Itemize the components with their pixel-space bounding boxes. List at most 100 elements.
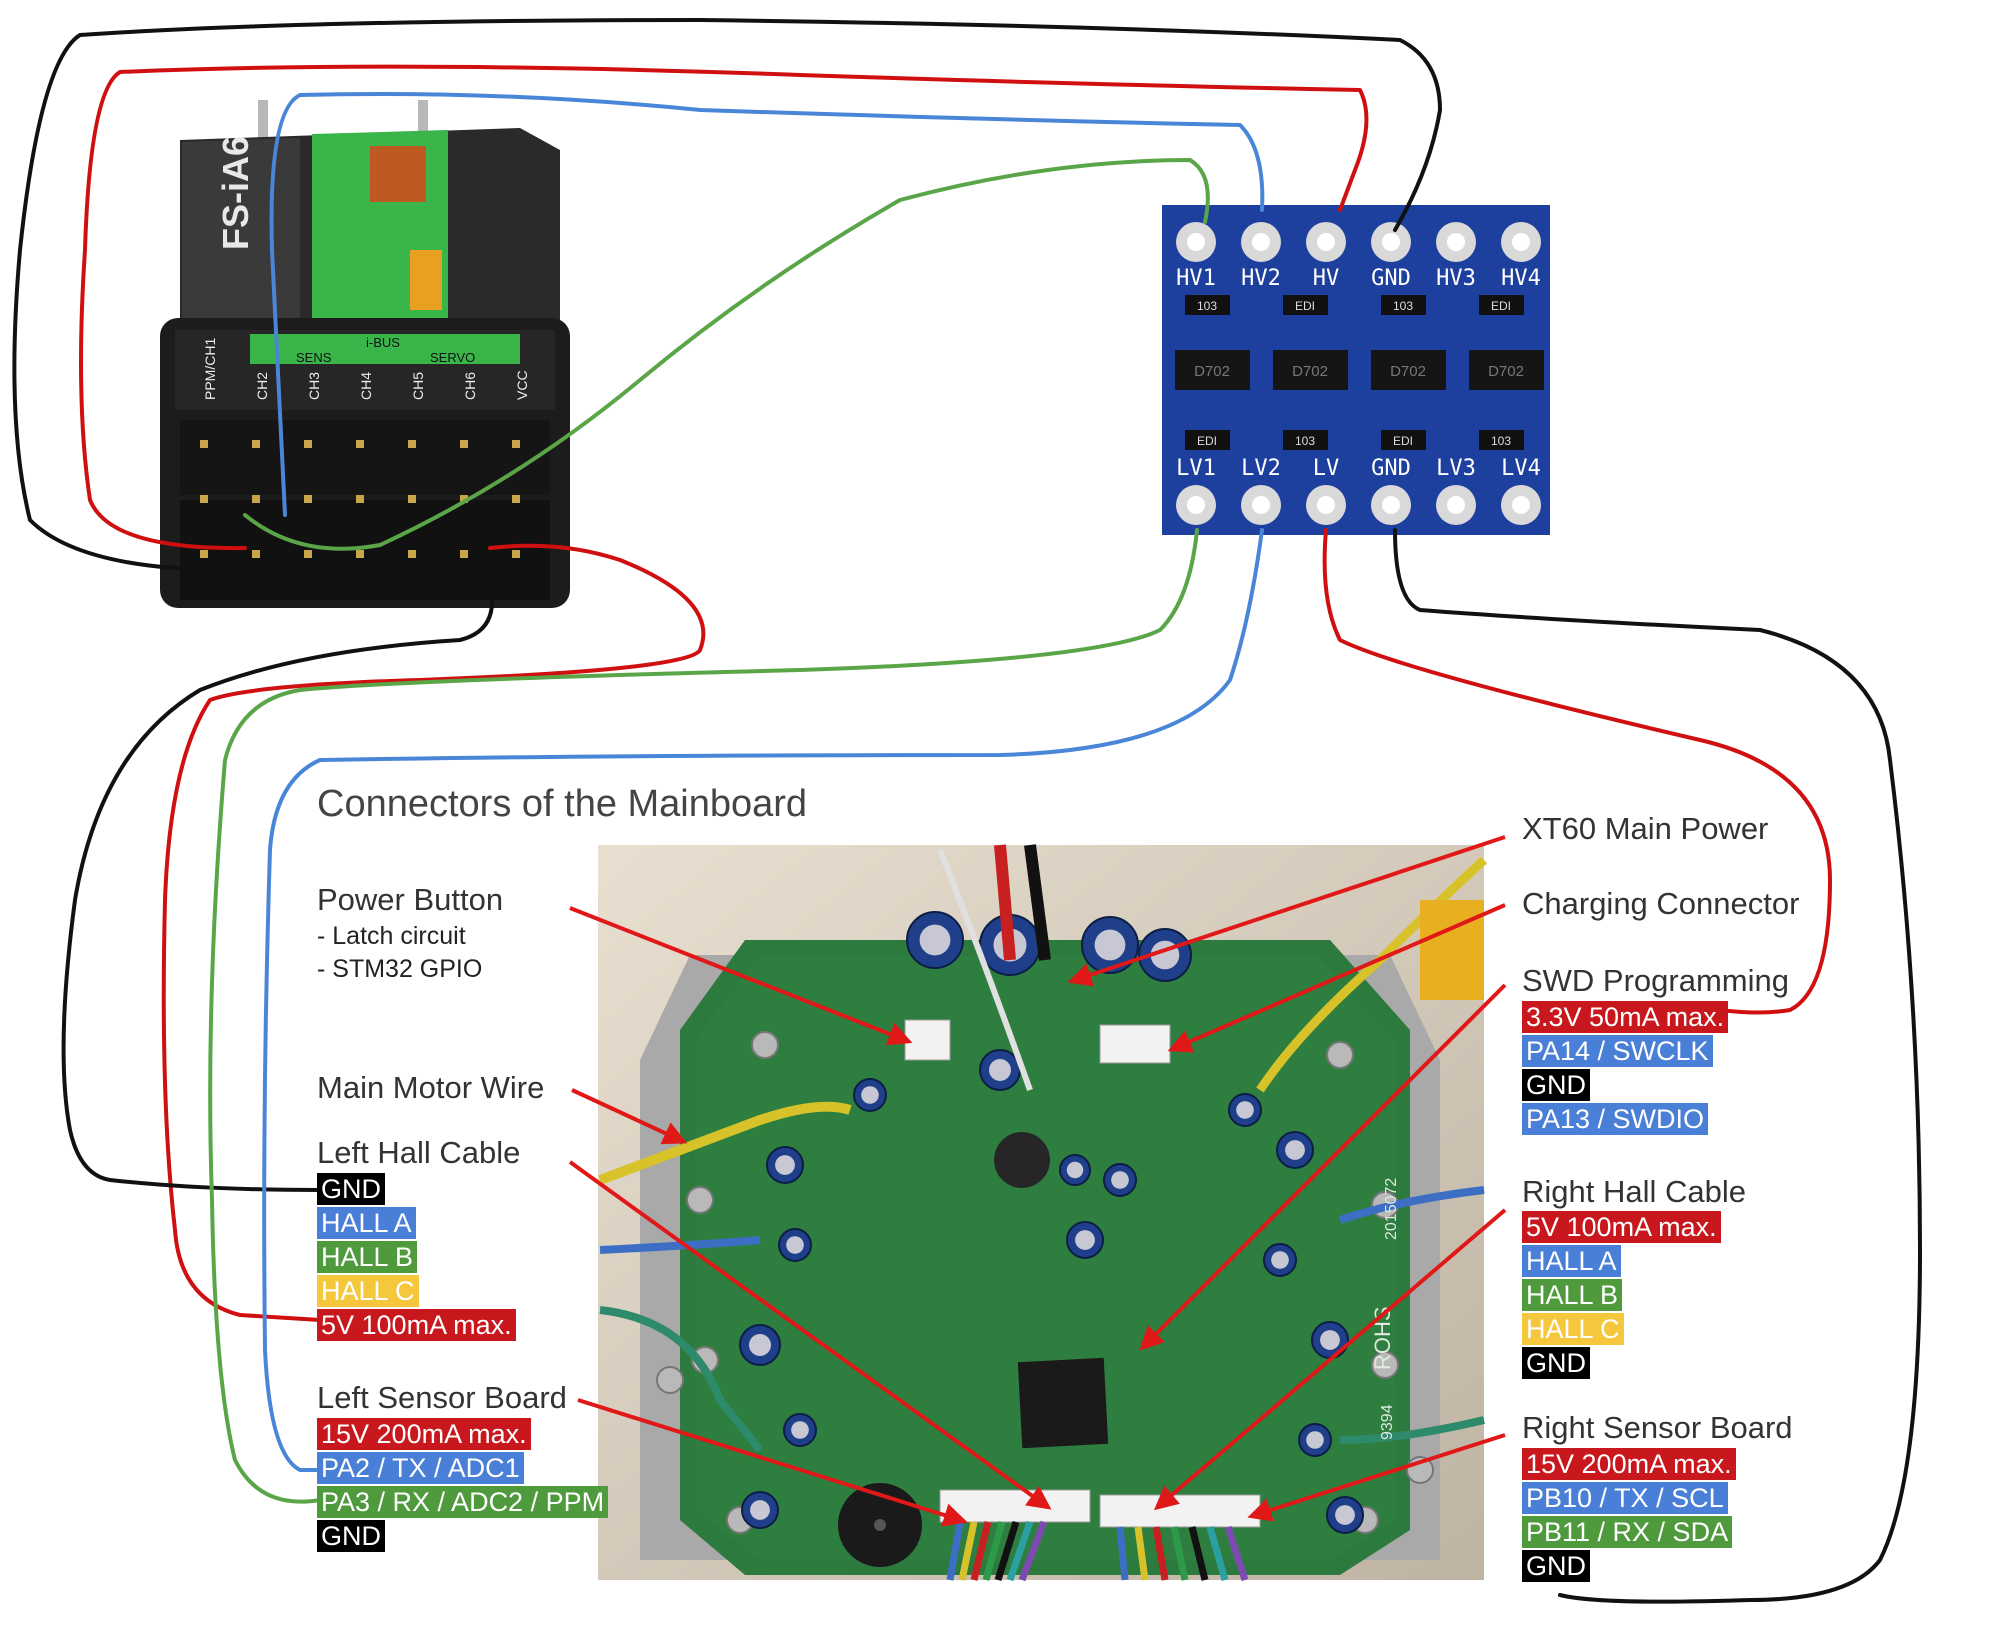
header-pin [512,495,520,503]
resistor [1283,430,1328,450]
header-pin [200,550,208,558]
pad-hole [1252,496,1270,514]
resistor-marking: 103 [1197,299,1217,313]
pin-tag: PA13 / SWDIO [1522,1103,1709,1135]
cable-strand [994,1520,1020,1582]
mainboard-photo: ROHS 2015072 9394 [598,844,1488,1582]
wire-red-top [79,64,1369,551]
capacitor-top [1271,1251,1289,1269]
channel-label: CH2 [254,372,270,400]
resistor [1381,295,1426,315]
resistor [1381,430,1426,450]
cable-strand [1170,1526,1189,1581]
silk-serial: 9394 [1379,1404,1396,1440]
left-sensor-board-title: Left Sensor Board [317,1380,567,1415]
resistor-marking: 103 [1491,434,1511,448]
cable-strand [1134,1526,1149,1581]
channel-label: CH5 [410,372,426,400]
power-button-title: Power Button [317,882,504,917]
pad-hole [1252,233,1270,251]
charging-connector-title: Charging Connector [1522,886,1800,921]
pin-tag: PA3 / RX / ADC2 / PPM [317,1486,609,1518]
pin-tag: 5V 100mA max. [317,1309,516,1341]
pin-tag: HALL A [1522,1245,1621,1277]
pad-hole [1447,233,1465,251]
power-button-line-2: - STM32 GPIO [317,955,483,983]
resistor-marking: EDI [1197,434,1217,448]
cable-strand [1206,1526,1229,1581]
pin-label: GND [1371,456,1411,481]
left-hall-cable-title: Left Hall Cable [317,1135,521,1170]
pin-tag: GND [1522,1347,1590,1379]
header-pin [408,550,416,558]
header-pin [512,440,520,448]
channel-label: PPM/CH1 [202,338,218,400]
resistor [1283,295,1328,315]
capacitor-top [1236,1101,1254,1119]
cable-strand [982,1521,1006,1581]
arrow-charging [1167,903,1506,1053]
wire-red-5v [161,543,706,1322]
cable-strand [1152,1526,1169,1581]
silk-date: 2015072 [1383,1178,1400,1240]
arrow-right-sensor [1247,1433,1506,1522]
pin-tag: 5V 100mA max. [1522,1211,1721,1243]
wire-green-pa3 [208,528,1199,1504]
mosfet-chip [1371,350,1446,390]
header-pin [460,550,468,558]
charging-connector [1099,1024,1171,1064]
swd-programming-title: SWD Programming [1522,963,1789,998]
receiver-pin-header [200,440,520,558]
capacitor-top [791,1421,809,1439]
pin-label: HV4 [1501,266,1541,291]
arrow-power-button [569,906,913,1046]
channel-label: CH3 [306,372,322,400]
pin-label: LV2 [1241,456,1281,481]
channel-label: VCC [514,370,530,400]
header-pin [460,495,468,503]
pin-tag: 3.3V 50mA max. [1522,1001,1729,1033]
capacitor-top [775,1155,795,1175]
wire-red-swd [1322,528,1832,1015]
capacitor-top [989,1059,1011,1081]
pin-label: HV2 [1241,266,1281,291]
pin-tag: HALL A [317,1207,416,1239]
header-pin [304,495,312,503]
xt60-title: XT60 Main Power [1522,811,1769,846]
pad-hole [1512,496,1530,514]
arrow-main-motor [571,1088,688,1145]
cable-strand [970,1521,992,1581]
pin-tag: PA2 / TX / ADC1 [317,1452,524,1484]
cable-strand [1116,1526,1129,1581]
wire-black-top [12,18,1442,572]
arrow-left-hall [568,1160,1052,1510]
resistor [1479,295,1524,315]
pin-tag: GND [317,1520,385,1552]
power-button-connector [904,1019,951,1061]
channel-label: CH4 [358,372,374,400]
right-hall-cable-title: Right Hall Cable [1522,1174,1746,1209]
sens-label: SENS [296,350,332,365]
capacitor-top [1111,1171,1129,1189]
ibus-label: i-BUS [366,335,400,350]
pin-tag: PB11 / RX / SDA [1522,1516,1733,1548]
right-sensor-connector [1099,1494,1261,1528]
arrow-xt60 [1067,835,1506,987]
header-pin [304,550,312,558]
pad-hole [1512,233,1530,251]
pin-label: HV3 [1436,266,1476,291]
header-pin [408,440,416,448]
header-pin [304,440,312,448]
pin-label: HV [1313,266,1340,291]
wire-black-right [1393,528,1922,1604]
power-button-line-1: - Latch circuit [317,922,466,950]
wire-black-gnd [61,583,494,1192]
arrow-left-sensor [577,1398,968,1527]
hand-drawn-wires [12,18,1922,1604]
header-pin [512,550,520,558]
stm32-chip [1017,1357,1109,1449]
pad-hole [1382,233,1400,251]
pad-hole [1447,496,1465,514]
